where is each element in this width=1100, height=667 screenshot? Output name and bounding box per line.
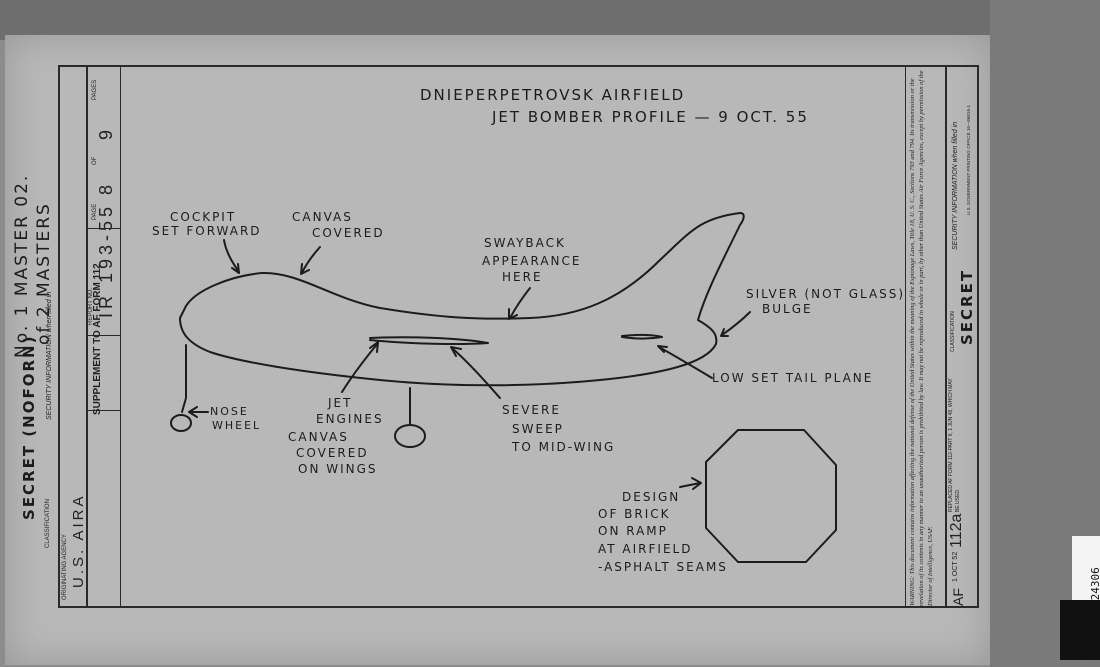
brick-label-line4: AT AIRFIELD [598,542,693,556]
brick-label-line1: DESIGN [622,490,681,504]
brick-arrow [679,477,702,490]
footer-strip-divider-1 [905,65,906,608]
canvas-label-line2: COVERED [312,226,385,240]
scan-background-top [0,0,1100,40]
fuselage-outline [179,212,745,387]
header-strip-divider-1 [86,65,88,608]
wing-engine-line [369,336,489,345]
main-wheel [394,424,426,448]
canvas-label-line1: CANVAS [292,210,353,224]
tail-arrow [657,345,713,379]
document-sheet [5,35,990,665]
swayback-label-line3: HERE [502,270,543,284]
cockpit-label-line2: SET FORWARD [152,224,262,238]
title-line2: JET BOMBER PROFILE — 9 OCT. 55 [492,108,809,126]
cockpit-arrow [223,239,240,274]
brick-label-line3: ON RAMP [598,524,668,538]
nose-wheel-label-line1: NOSE [210,405,249,418]
tail-plane-label: LOW SET TAIL PLANE [712,371,874,385]
sweep-label-line2: SWEEP [512,422,564,436]
nose-gear-strut [181,344,187,413]
header-strip-cell-rule-1 [86,228,120,229]
header-strip-cell-rule-3 [86,410,120,411]
footer-strip-divider-2 [945,65,947,608]
cockpit-label-line1: COCKPIT [170,210,237,224]
header-strip-divider-2 [120,65,121,608]
canvas-arrow [300,246,321,275]
form-frame [58,65,979,608]
sweep-arrow [450,346,501,399]
jet-engines-label-line4: COVERED [296,446,369,460]
swayback-label-line1: SWAYBACK [484,236,566,250]
header-strip-cell-rule-2 [86,335,120,336]
jet-engines-label-line2: ENGINES [316,412,384,426]
sweep-label-line1: SEVERE [502,403,561,417]
jet-engine-arrow [341,341,379,393]
swayback-label-line2: APPEARANCE [482,254,582,268]
nose-wheel-label-line2: WHEEL [212,419,262,432]
silver-arrow [720,311,751,337]
nose-wheel-arrow [188,406,209,418]
archive-stamp-text: NW 31377 Docld:32424306 Page 8 [1076,567,1100,660]
swayback-arrow [508,287,531,320]
jet-engines-label-line5: ON WINGS [298,462,378,476]
archive-stamp-block [1060,600,1100,660]
brick-label-line5: -ASPHALT SEAMS [598,560,728,574]
sweep-label-line3: TO MID-WING [512,440,616,454]
jet-engines-label-line3: CANVAS [288,430,349,444]
tail-plane-line [621,333,663,340]
jet-engines-label-line1: JET [328,396,353,410]
silver-label-line2: BULGE [762,302,813,316]
title-line1: DNIEPERPETROVSK AIRFIELD [420,86,686,104]
silver-label-line1: SILVER (NOT GLASS) [746,287,906,301]
brick-label-line2: OF BRICK [598,507,671,521]
nose-wheel [170,414,192,432]
octagon-brick-design [705,429,837,563]
